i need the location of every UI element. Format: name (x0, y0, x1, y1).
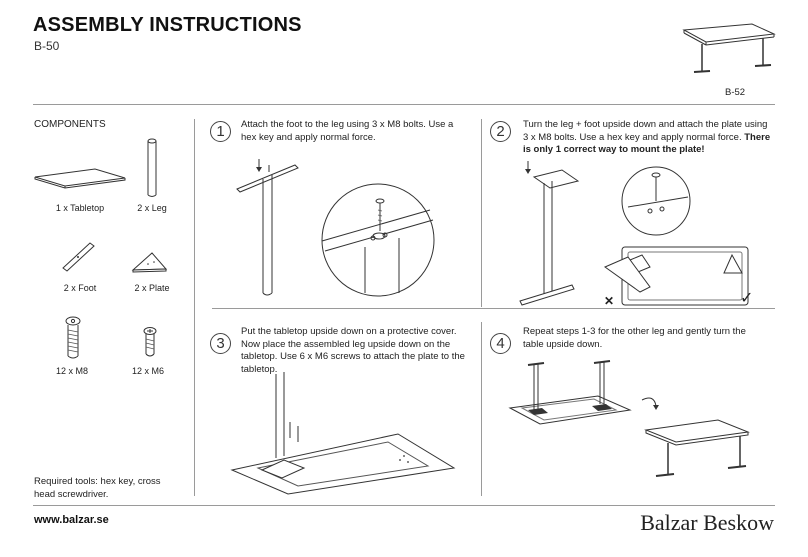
footer-divider (33, 505, 775, 506)
component-label-leg: 2 x Leg (137, 203, 167, 213)
step-1-number: 1 (210, 121, 231, 142)
step-2-text: Turn the leg + foot upside down and atta… (523, 119, 775, 157)
step-2-instruction: Turn the leg + foot upside down and atta… (523, 119, 768, 143)
brand-logo-text: Balzar Beskow (640, 510, 774, 535)
step-4-illustration (508, 360, 768, 485)
page-title: ASSEMBLY INSTRUCTIONS (33, 14, 302, 36)
component-label-plate: 2 x Plate (134, 283, 170, 293)
steps-vertical-divider-bottom (481, 322, 482, 496)
components-divider (194, 119, 195, 496)
model-number: B-50 (34, 39, 60, 53)
step-3-number: 3 (210, 333, 231, 354)
correct-check-icon: ✓ (740, 290, 754, 307)
step-3-text: Put the tabletop upside down on a protec… (241, 326, 465, 375)
component-label-tabletop: 1 x Tabletop (55, 203, 105, 213)
step-4-number: 4 (490, 333, 511, 354)
step-4-text: Repeat steps 1-3 for the other leg and g… (523, 326, 746, 350)
components-heading: COMPONENTS (34, 119, 106, 130)
m8-bolt-illustration (63, 316, 83, 361)
steps-vertical-divider-top (481, 119, 482, 307)
step-2-emphasis: There is only 1 correct way to mount the… (523, 131, 771, 156)
component-label-foot: 2 x Foot (63, 283, 97, 293)
component-label-m6: 12 x M6 (131, 366, 164, 376)
leg-illustration (145, 137, 159, 199)
header-divider (33, 104, 775, 105)
desk-b52-illustration (680, 18, 780, 88)
website-link[interactable]: www.balzar.se (34, 514, 109, 526)
related-model-label: B-52 (725, 87, 746, 98)
m6-screw-illustration (140, 326, 160, 361)
step-1-illustration (225, 155, 455, 300)
component-label-m8: 12 x M8 (55, 366, 88, 376)
step-3-illustration (228, 370, 458, 495)
steps-horizontal-divider (212, 308, 775, 309)
step-2-number: 2 (490, 121, 511, 142)
step-1-text: Attach the foot to the leg using 3 x M8 … (241, 119, 454, 143)
step-2-illustration (510, 155, 770, 305)
tabletop-illustration (33, 165, 128, 190)
wrong-cross-icon: ✕ (604, 294, 615, 308)
plate-illustration (130, 250, 170, 275)
required-tools-note: Required tools: hex key, cross head scre… (34, 476, 161, 500)
foot-illustration (58, 240, 98, 275)
rotate-arrow-icon (653, 405, 659, 410)
